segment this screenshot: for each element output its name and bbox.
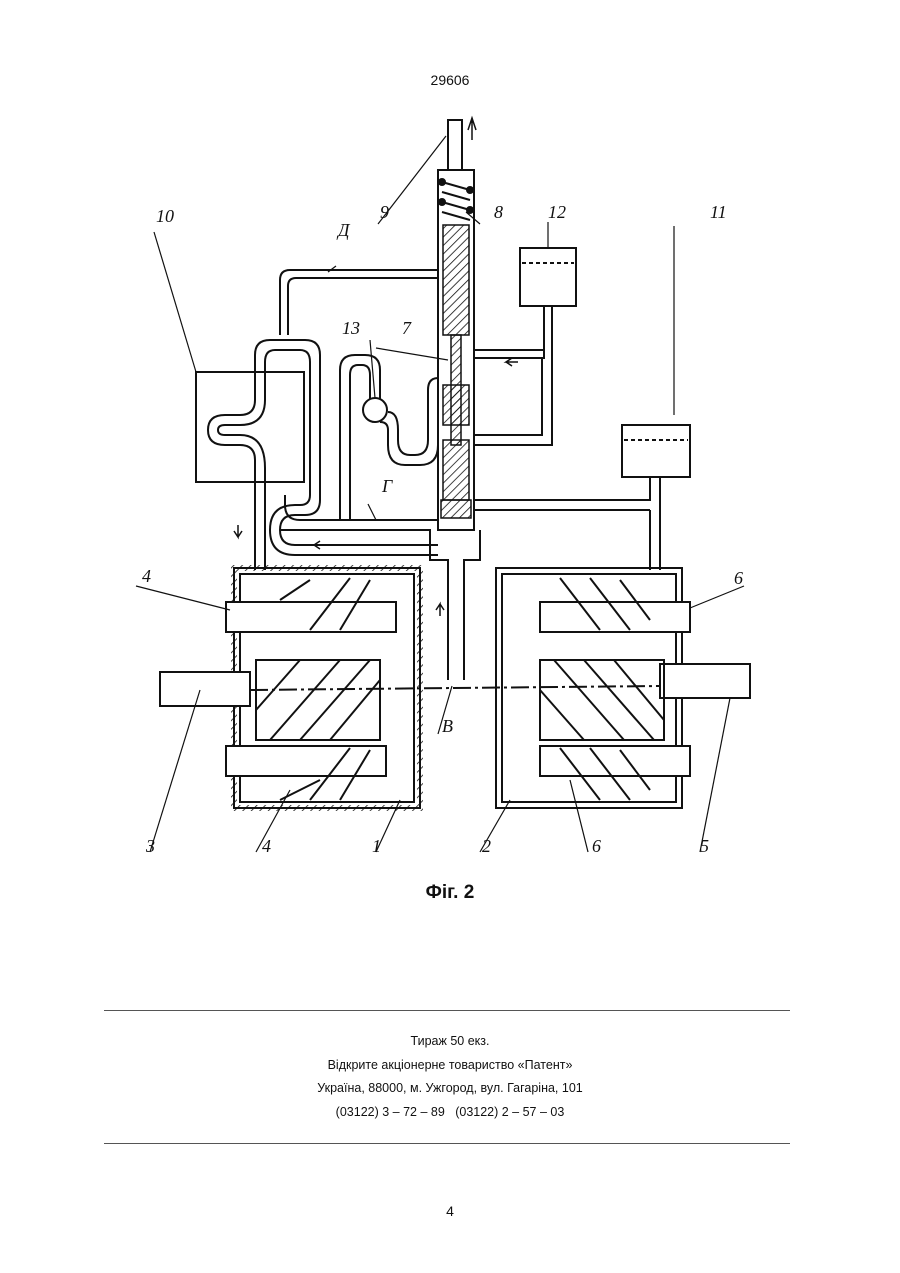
label-g: Г xyxy=(381,476,393,496)
footer-phones: (03122) 3 – 72 – 89 (03122) 2 – 57 – 03 xyxy=(0,1101,900,1125)
label-5: 5 xyxy=(700,836,709,856)
label-d: Д xyxy=(336,220,351,240)
shafts xyxy=(160,602,750,776)
footer-circulation: Тираж 50 екз. xyxy=(0,1030,900,1054)
label-8: 8 xyxy=(494,202,503,222)
block-10 xyxy=(196,372,304,482)
hydraulic-schematic-figure: 9 8 12 11 10 Д 13 7 Г 4 6 В 3 4 1 2 6 5 xyxy=(130,100,770,880)
footer-address: Україна, 88000, м. Ужгород, вул. Гагарін… xyxy=(0,1077,900,1101)
label-4-bottom: 4 xyxy=(262,836,271,856)
label-1: 1 xyxy=(372,836,381,856)
label-2: 2 xyxy=(482,836,491,856)
label-4-top: 4 xyxy=(142,566,151,586)
label-9: 9 xyxy=(380,202,389,222)
label-3: 3 xyxy=(145,836,155,856)
label-11: 11 xyxy=(710,202,727,222)
figure-caption: Фіг. 2 xyxy=(0,882,900,904)
footer-publisher: Відкрите акціонерне товариство «Патент» xyxy=(0,1054,900,1078)
footer-imprint: Тираж 50 екз. Відкрите акціонерне товари… xyxy=(0,1030,900,1124)
label-10: 10 xyxy=(156,206,174,226)
label-7: 7 xyxy=(402,318,412,338)
label-13: 13 xyxy=(342,318,360,338)
reservoir-11 xyxy=(474,425,690,570)
patent-number: 29606 xyxy=(0,72,900,88)
page-number: 4 xyxy=(0,1203,900,1219)
label-v: В xyxy=(442,716,453,736)
label-12: 12 xyxy=(548,202,566,222)
label-6-top: 6 xyxy=(734,568,743,588)
footer-bottom-rule xyxy=(104,1143,790,1144)
footer-top-rule xyxy=(104,1010,790,1011)
label-6-bottom: 6 xyxy=(592,836,601,856)
reservoir-12 xyxy=(474,248,576,445)
